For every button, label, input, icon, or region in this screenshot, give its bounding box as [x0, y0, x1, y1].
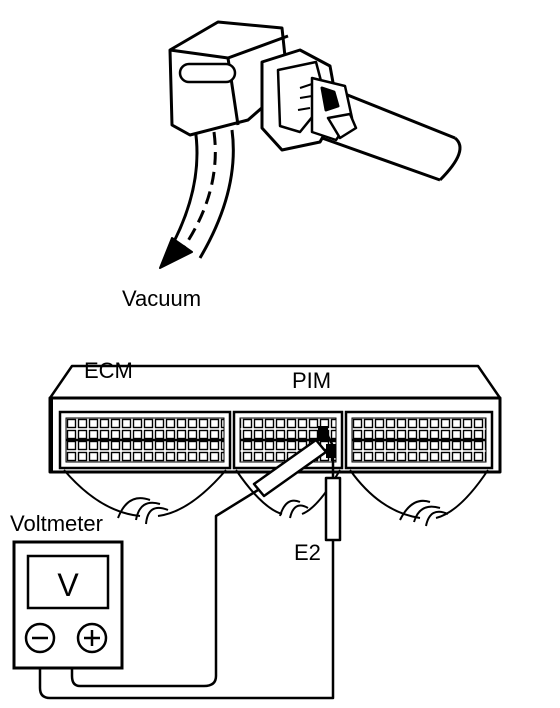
vacuum-arrow — [159, 131, 217, 269]
test-leads — [38, 488, 335, 700]
positive-probe — [252, 430, 334, 498]
vacuum-label: Vacuum — [122, 286, 201, 311]
wire-harness — [63, 469, 489, 527]
e2-label: E2 — [294, 540, 321, 565]
vacuum-sensor — [163, 20, 462, 259]
pim-label: PIM — [292, 368, 331, 393]
voltmeter-label: Voltmeter — [10, 511, 103, 536]
ecm-connector-3 — [344, 410, 494, 470]
minus-icon — [24, 622, 56, 654]
voltmeter-display-text: V — [57, 567, 79, 603]
plus-icon — [76, 622, 108, 654]
ecm-connector-1 — [58, 410, 232, 470]
ecm-label: ECM — [84, 358, 133, 383]
voltmeter-display — [26, 554, 110, 610]
